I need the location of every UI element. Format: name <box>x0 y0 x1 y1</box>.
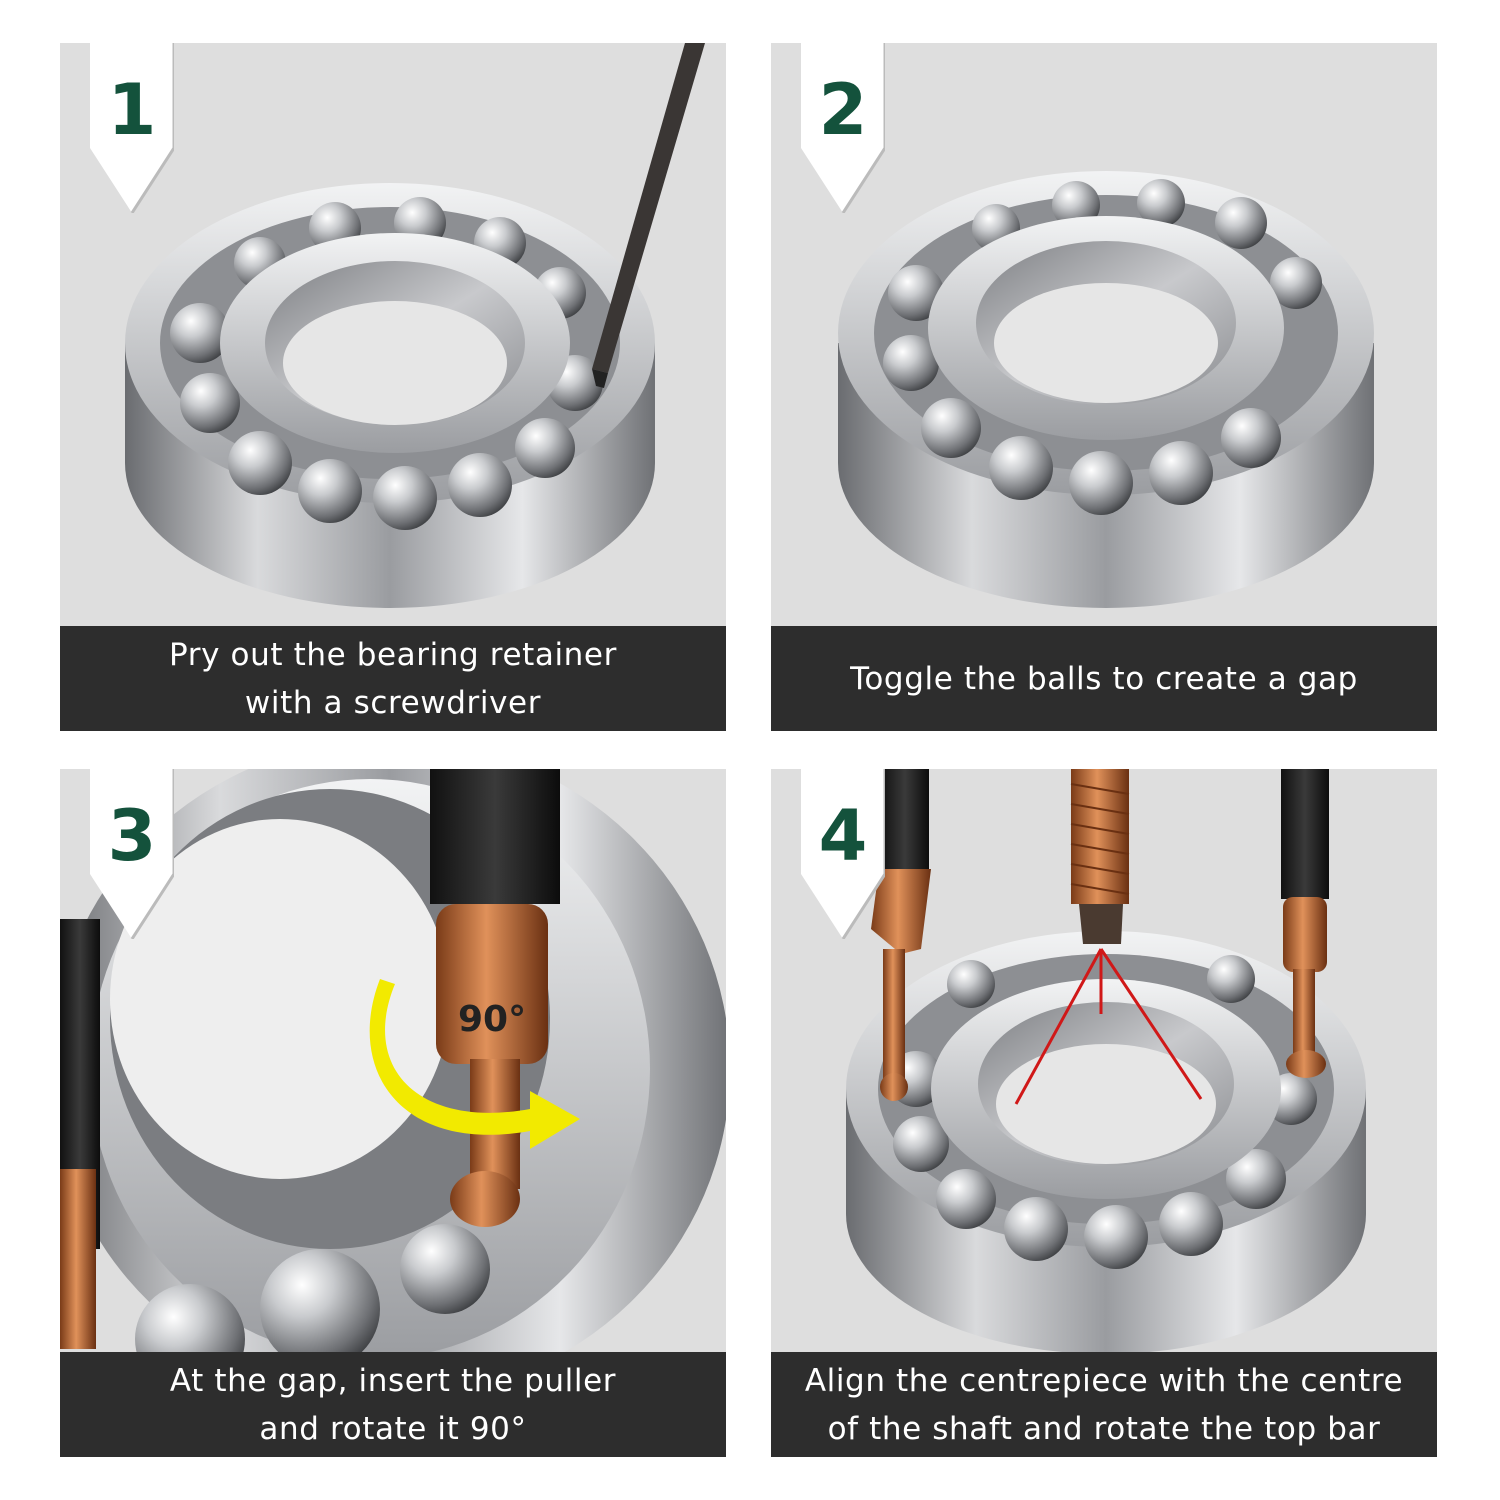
step-number: 4 <box>818 795 868 877</box>
caption-line: At the gap, insert the puller <box>169 1362 617 1399</box>
caption-line: with a screwdriver <box>244 684 542 721</box>
step-caption: Pry out the bearing retainer with a scre… <box>60 626 726 731</box>
step-number-badge: 1 <box>90 43 174 213</box>
caption-line: of the shaft and rotate the top bar <box>827 1410 1381 1447</box>
step-2-panel: 2 Toggle the balls to create a gap <box>771 43 1437 731</box>
screwdriver-icon <box>592 43 705 388</box>
caption-line: Pry out the bearing retainer <box>169 636 617 673</box>
caption-line: and rotate it 90° <box>259 1410 527 1447</box>
step-number: 1 <box>107 69 157 151</box>
step-number-badge: 2 <box>801 43 885 213</box>
step-caption: Align the centrepiece with the centre of… <box>771 1352 1437 1457</box>
step-number-badge: 3 <box>90 769 174 939</box>
rotate-arrow-icon <box>369 979 580 1149</box>
step-number: 3 <box>107 795 157 877</box>
caption-line: Align the centrepiece with the centre <box>804 1362 1404 1399</box>
step-number-badge: 4 <box>801 769 885 939</box>
bearing-icon <box>125 43 705 608</box>
step-3-panel: 90° 3 At the gap, insert the puller and … <box>60 769 726 1457</box>
step-caption: At the gap, insert the puller and rotate… <box>60 1352 726 1457</box>
bearing-icon <box>838 171 1374 608</box>
step-number: 2 <box>818 69 868 151</box>
step-1-panel: 1 Pry out the bearing retainer with a sc… <box>60 43 726 731</box>
angle-label: 90° <box>458 999 526 1040</box>
bearing-icon: 90° <box>60 769 726 1352</box>
caption-line: Toggle the balls to create a gap <box>850 660 1358 697</box>
step-4-panel: 4 Align the centrepiece with the centre … <box>771 769 1437 1457</box>
bearing-icon <box>846 769 1366 1352</box>
step-caption: Toggle the balls to create a gap <box>771 626 1437 731</box>
puller-icon <box>430 769 560 1227</box>
puller-icon <box>871 769 1329 1101</box>
